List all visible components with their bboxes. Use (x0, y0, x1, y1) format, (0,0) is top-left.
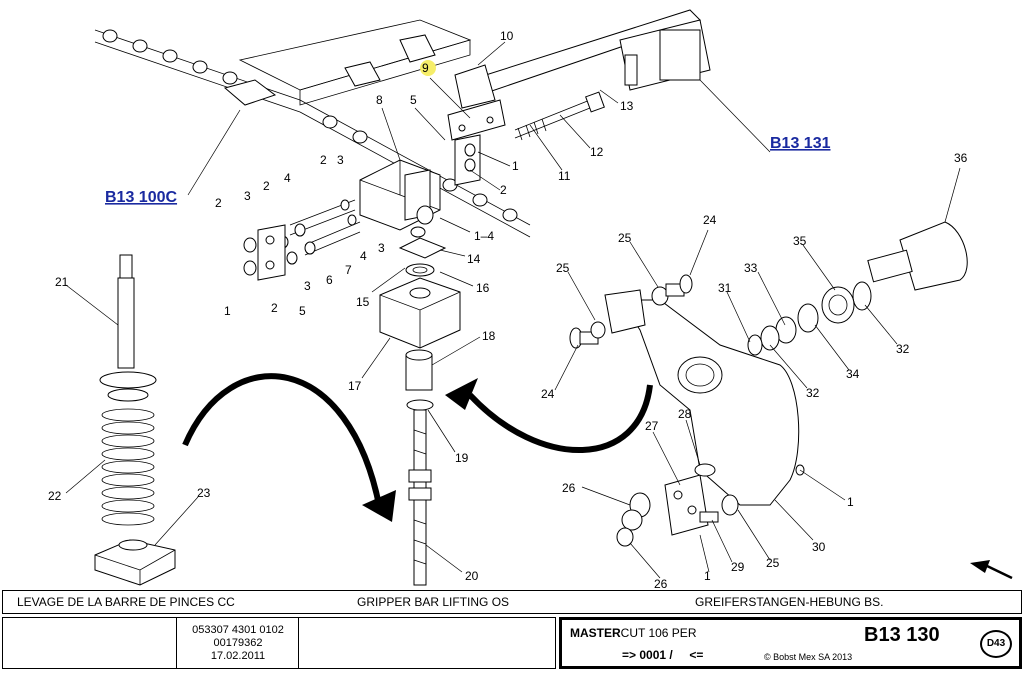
callout: 18 (482, 329, 496, 343)
callout-labels: 10 9 13 12 11 8 5 1 2 1–4 14 16 15 17 18… (48, 29, 968, 590)
callout: 17 (348, 379, 362, 393)
callout: 2 (500, 183, 507, 197)
callout: 15 (356, 295, 370, 309)
callout: 3 (378, 241, 385, 255)
divider (176, 618, 177, 668)
callout: 1 (512, 159, 519, 173)
part-number: 053307 4301 0102 (192, 624, 284, 636)
callout: 3 (337, 153, 344, 167)
sheet-code: B13 130 (864, 624, 940, 646)
callout: 4 (360, 249, 367, 263)
callout: 25 (618, 231, 632, 245)
callout: 31 (718, 281, 732, 295)
machine-model: MASTERCUT 106 PER (570, 626, 696, 640)
callout: 2 (263, 179, 270, 193)
callout: 9 (422, 61, 429, 75)
callout: 1–4 (474, 229, 494, 243)
callout: 24 (541, 387, 555, 401)
model-name: CUT 106 PER (620, 626, 697, 640)
callout: 16 (476, 281, 490, 295)
callout: 28 (678, 407, 692, 421)
callout: 24 (703, 213, 717, 227)
ref-link-b13-100c[interactable]: B13 100C (105, 189, 177, 206)
page-navigation[interactable]: => 0001 / <= (622, 648, 704, 662)
callout: 10 (500, 29, 514, 43)
callout: 14 (467, 252, 481, 266)
title-english: GRIPPER BAR LIFTING OS (357, 595, 510, 609)
sheet-badge: D43 (980, 630, 1012, 658)
callout: 21 (55, 275, 69, 289)
highlight-marker (420, 60, 436, 76)
callout: 29 (731, 560, 745, 574)
callout: 8 (376, 93, 383, 107)
callout: 13 (620, 99, 634, 113)
callout: 2 (320, 153, 327, 167)
callout: 32 (896, 342, 910, 356)
title-row: LEVAGE DE LA BARRE DE PINCES CC GRIPPER … (2, 590, 1022, 614)
callout: 36 (954, 151, 968, 165)
callout: 26 (562, 481, 576, 495)
callout: 5 (299, 304, 306, 318)
callout: 1 (847, 495, 854, 509)
copyright-notice: © Bobst Mex SA 2013 (764, 652, 853, 662)
callout: 22 (48, 489, 62, 503)
model-brand: MASTER (570, 626, 621, 640)
ref-link-b13-131[interactable]: B13 131 (770, 135, 831, 152)
document-info-block: 053307 4301 0102 00179362 17.02.2011 (2, 617, 556, 669)
title-french: LEVAGE DE LA BARRE DE PINCES CC (17, 595, 235, 609)
callout: 2 (271, 301, 278, 315)
callout: 4 (284, 171, 291, 185)
exploded-parts-diagram: B13 100C B13 131 10 9 13 12 11 8 5 1 2 1… (48, 9, 1013, 590)
serial-number: 00179362 (213, 637, 263, 649)
document-date: 17.02.2011 (210, 650, 266, 662)
callout: 3 (244, 189, 251, 203)
callout: 30 (812, 540, 826, 554)
callout: 11 (558, 169, 571, 183)
callout: 23 (197, 486, 211, 500)
callout: 5 (410, 93, 417, 107)
callout: 19 (455, 451, 469, 465)
callout: 7 (345, 263, 352, 277)
callout: 1 (224, 304, 231, 318)
callout: 32 (806, 386, 820, 400)
callout: 1 (704, 569, 711, 583)
callout: 33 (744, 261, 758, 275)
title-german: GREIFERSTANGEN-HEBUNG BS. (695, 595, 884, 609)
callout: 34 (846, 367, 860, 381)
callout: 20 (465, 569, 479, 583)
document-numbers: 053307 4301 0102 00179362 17.02.2011 (178, 624, 298, 663)
callout: 25 (556, 261, 570, 275)
chain (94, 29, 531, 238)
divider (298, 618, 299, 668)
callout: 6 (326, 273, 333, 287)
callout: 27 (645, 419, 659, 433)
callout: 3 (304, 279, 311, 293)
callout: 35 (793, 234, 807, 248)
callout: 25 (766, 556, 780, 570)
callout: 12 (590, 145, 604, 159)
callout: 2 (215, 196, 222, 210)
callout: 26 (654, 577, 668, 590)
sheet-panel: MASTERCUT 106 PER => 0001 / <= © Bobst M… (559, 617, 1022, 669)
